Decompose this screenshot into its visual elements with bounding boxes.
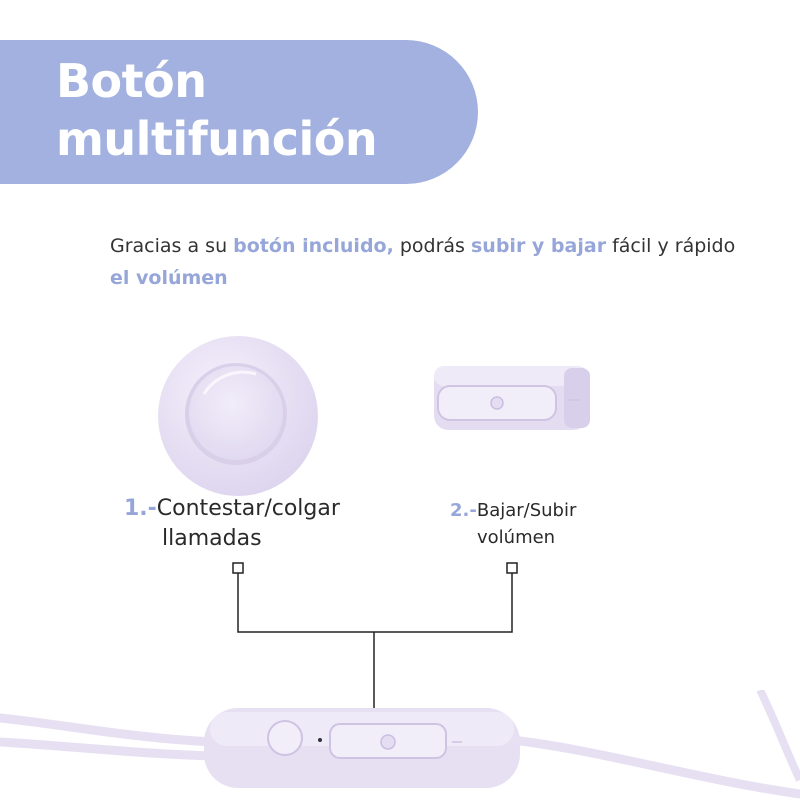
- connector-bracket: [237, 573, 513, 633]
- intro-text-3: fácil y rápido: [606, 235, 736, 257]
- feature-answer-call: 1.-Contestar/colgar llamadas: [124, 494, 340, 554]
- remote-answer-button: [267, 720, 303, 756]
- connector-marker-1: [232, 562, 244, 574]
- intro-text-1: Gracias a su: [110, 235, 234, 257]
- feature-number-2: 2.-: [450, 500, 477, 521]
- volume-control-photo: [434, 366, 590, 430]
- intro-text-2: podrás: [393, 235, 471, 257]
- title-line-2: multifunción: [56, 112, 378, 166]
- answer-button-photo: [158, 336, 318, 496]
- feature-number-1: 1.-: [124, 496, 157, 521]
- intro-highlight-volume-control: subir y bajar: [471, 235, 607, 257]
- feature-1-line-2: llamadas: [162, 526, 262, 551]
- intro-highlight-volume: el volúmen: [110, 267, 228, 289]
- title-banner: [0, 40, 478, 184]
- feature-2-line-1: Bajar/Subir: [476, 500, 577, 521]
- page-title: Botón multifunción: [56, 52, 378, 168]
- title-line-1: Botón: [56, 54, 207, 108]
- feature-volume: 2.-Bajar/Subir volúmen: [450, 497, 576, 551]
- intro-highlight-button: botón incluido,: [233, 235, 394, 257]
- feature-2-line-2: volúmen: [477, 527, 556, 548]
- feature-1-line-1: Contestar/colgar: [156, 496, 340, 521]
- inline-remote-photo: [0, 690, 800, 799]
- connector-marker-2: [506, 562, 518, 574]
- intro-text: Gracias a su botón incluido, podrás subi…: [110, 230, 760, 294]
